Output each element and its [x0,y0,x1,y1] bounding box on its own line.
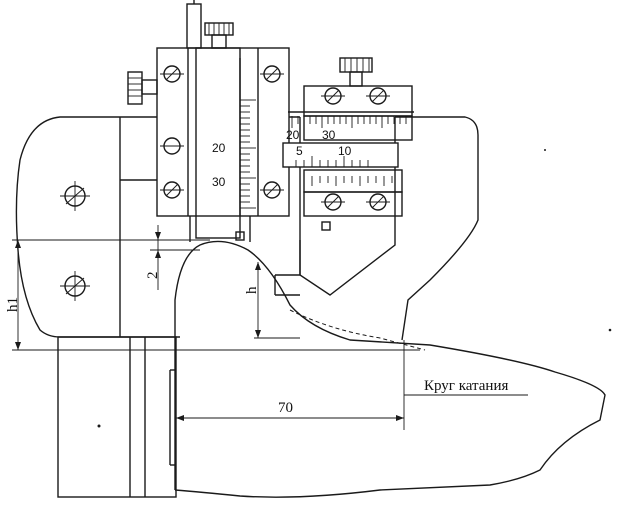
label-2: 2 [145,272,161,280]
knurled-knob-icon [339,57,373,87]
horizontal-slider: 20 30 5 10 [282,57,414,217]
rolling-circle-callout: Круг катания [404,378,528,396]
dimension-2: 2 [145,225,200,290]
knurled-knob-icon [204,22,234,49]
label-h1: h1 [5,297,21,312]
screw-icon [60,181,90,211]
dimension-70: 70 [176,340,405,430]
label-70: 70 [278,400,293,416]
horizontal-scale-label-30: 30 [322,128,336,142]
screw-icon [366,87,390,105]
vertical-slider: 20 30 [156,47,290,242]
horizontal-scale-label-20: 20 [286,128,300,142]
screw-icon [60,271,90,301]
screw-icon [321,193,345,211]
label-rolling-circle: Круг катания [424,378,508,394]
knurled-knob-icon [127,71,158,105]
screw-icon [260,181,284,199]
label-h: h [244,286,260,294]
vernier-scale-label-5: 5 [296,144,303,158]
wheel-profile [174,240,606,498]
horizontal-scale-ticks [291,116,407,128]
vernier-scale-label-10: 10 [338,144,352,158]
screw-icon [321,87,345,105]
base-block [57,336,177,498]
lower-scale-ticks [311,176,393,186]
dimension-h1: h1 [5,239,420,351]
vertical-scale-label-20: 20 [212,141,226,155]
screw-icon [366,193,390,211]
vertical-scale-label-30: 30 [212,175,226,189]
screw-icon [160,137,184,155]
dimension-h: h [244,262,300,339]
top-rod [186,0,202,49]
screw-icon [160,181,184,199]
vernier-scale-ticks [295,156,369,167]
screw-icon [260,65,284,83]
screw-icon [160,65,184,83]
vertical-scale-ticks [240,99,256,209]
